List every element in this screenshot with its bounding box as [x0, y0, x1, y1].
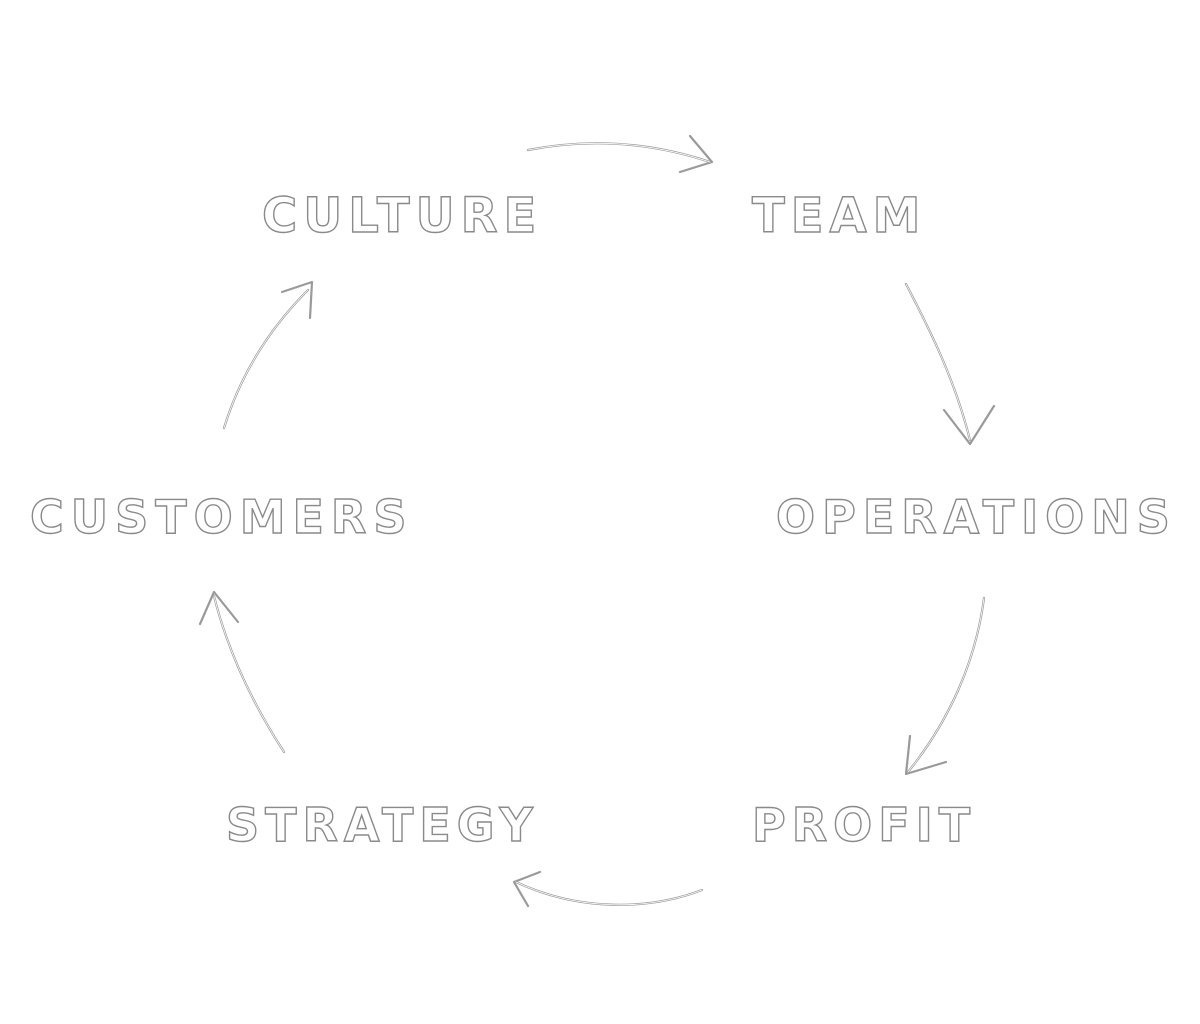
node-culture: CULTURE: [261, 188, 543, 244]
node-profit: PROFIT: [751, 798, 977, 852]
arrow-profit-to-strategy-icon: [512, 870, 704, 908]
node-operations: OPERATIONS: [775, 490, 1177, 544]
arrow-operations-to-profit-icon: [904, 596, 986, 776]
node-strategy: STRATEGY: [225, 798, 539, 852]
arrow-strategy-to-customers-icon: [198, 590, 286, 754]
arrow-culture-to-team-icon: [526, 134, 714, 174]
node-team: TEAM: [751, 188, 927, 244]
arrow-customers-to-culture-icon: [222, 280, 314, 430]
node-customers: CUSTOMERS: [29, 490, 414, 544]
arrow-team-to-operations-icon: [904, 282, 996, 446]
